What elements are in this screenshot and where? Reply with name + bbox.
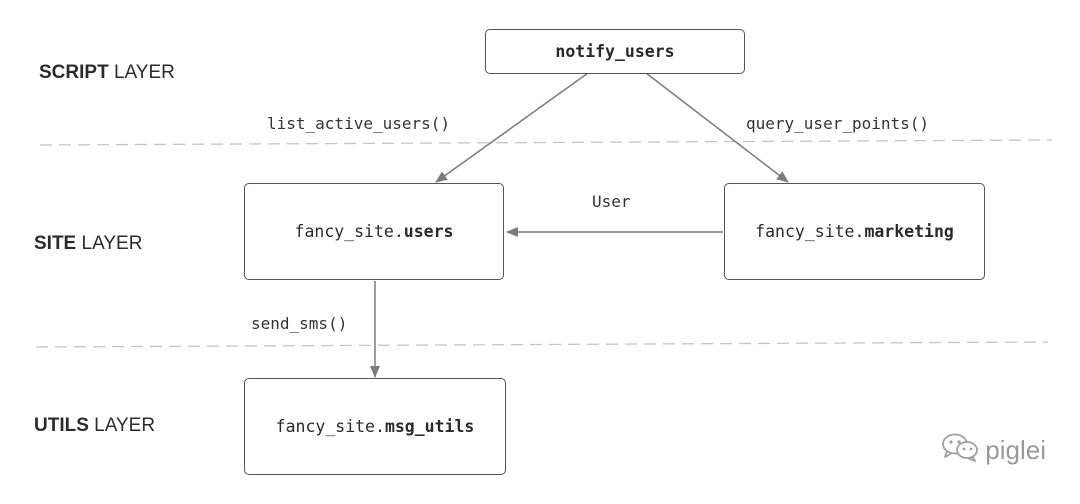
watermark-text: piglei [985,435,1046,465]
layer-label-script-rest: LAYER [108,62,175,83]
layer-label-script: SCRIPT LAYER [39,62,175,84]
node-fancy-site-users: fancy_site.users [244,183,504,280]
edge-notify-to-users [435,72,589,183]
layer-separator-bottom [35,341,1049,348]
layer-label-script-bold: SCRIPT [39,62,109,83]
node-msg-utils-prefix: fancy_site. [275,417,385,436]
node-fancy-site-msg-utils: fancy_site.msg_utils [244,378,506,475]
layer-label-site-rest: LAYER [76,233,143,254]
wechat-icon [941,432,979,469]
node-users-bold: users [403,222,454,241]
edge-notify-to-marketing [645,72,789,183]
edge-label-send-sms: send_sms() [251,314,348,333]
node-marketing-bold: marketing [864,222,954,241]
layer-label-utils-rest: LAYER [88,415,156,436]
node-notify-users: notify_users [485,29,745,74]
node-msg-utils-bold: msg_utils [384,417,475,436]
node-fancy-site-marketing: fancy_site.marketing [724,183,985,280]
layer-label-site: SITE LAYER [34,233,142,255]
watermark: piglei [941,432,1046,469]
layer-separator-top [39,139,1053,146]
layer-label-utils: UTILS LAYER [34,415,155,437]
node-notify-users-bold: notify_users [555,42,675,61]
edge-label-user: User [592,192,631,211]
layer-label-site-bold: SITE [34,233,77,254]
node-users-prefix: fancy_site. [294,222,404,241]
layer-label-utils-bold: UTILS [34,415,89,436]
edge-label-query-user-points: query_user_points() [746,114,930,133]
node-marketing-prefix: fancy_site. [755,222,865,241]
edge-label-list-active-users: list_active_users() [267,114,451,133]
